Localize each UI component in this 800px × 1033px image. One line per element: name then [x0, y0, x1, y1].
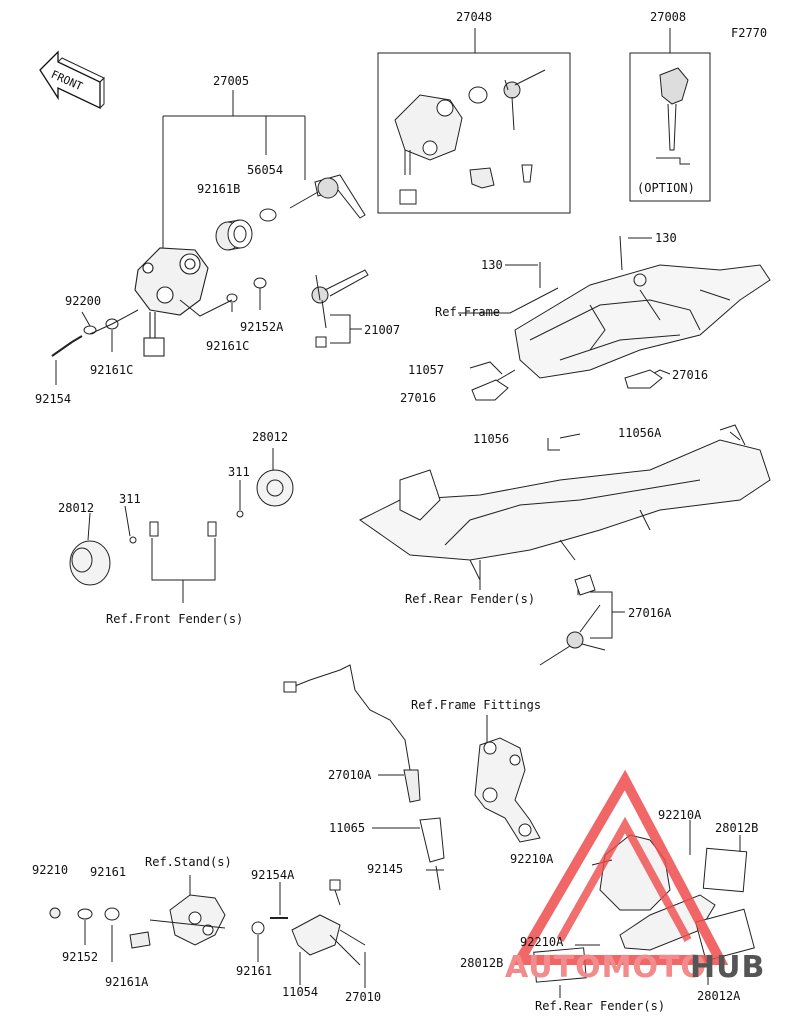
callout-27016A: 27016A — [628, 606, 672, 620]
figure-code: F2770 — [731, 26, 768, 40]
cap-part-28012-b — [256, 469, 294, 507]
stand-switch-part — [49, 879, 366, 966]
key-part-21007 — [311, 269, 369, 348]
frame-fitting-part — [474, 737, 541, 843]
callout-311-a: 311 — [228, 465, 250, 479]
key-blank-part-27008 — [656, 67, 690, 165]
callout-11054: 11054 — [282, 985, 319, 999]
callout-27008: 27008 — [650, 10, 687, 24]
callout-27048: 27048 — [456, 10, 493, 24]
sensor-part-27010A — [283, 664, 445, 891]
ref-rear-fender-label-a: Ref.Rear Fender(s) — [405, 592, 536, 606]
seat-frame-upper — [514, 264, 771, 379]
callout-92161-a: 92161 — [90, 865, 127, 879]
washer-56054 — [259, 208, 277, 222]
callout-28012A: 28012A — [697, 989, 741, 1003]
kit-box-27048 — [377, 52, 571, 214]
callout-27016-b: 27016 — [400, 391, 437, 405]
callout-92200: 92200 — [65, 294, 102, 308]
callout-92210A-b: 92210A — [510, 852, 554, 866]
ref-stand-label: Ref.Stand(s) — [145, 855, 232, 869]
callout-92152A: 92152A — [240, 320, 284, 334]
callout-130-b: 130 — [481, 258, 503, 272]
callout-27010A: 27010A — [328, 768, 372, 782]
watermark-text-b: HUB — [690, 950, 766, 985]
key-part-27005 — [289, 174, 366, 219]
callout-11057: 11057 — [408, 363, 445, 377]
callout-11056: 11056 — [473, 432, 510, 446]
ref-frame-label: Ref.Frame — [435, 305, 501, 319]
callout-28012B-a: 28012B — [715, 821, 759, 835]
cap-part-28012 — [69, 540, 111, 586]
watermark-logo — [511, 769, 729, 965]
callout-28012B-b: 28012B — [460, 956, 504, 970]
watermark-text-a: AUTOMOTO — [505, 950, 707, 985]
callout-92210A-a: 92210A — [658, 808, 702, 822]
callout-28012-b: 28012 — [58, 501, 95, 515]
key-part-27016A — [539, 604, 606, 666]
callout-27016-a: 27016 — [672, 368, 709, 382]
callout-92210A-c: 92210A — [520, 935, 564, 949]
ref-front-fender-label: Ref.Front Fender(s) — [106, 612, 244, 626]
callout-56054: 56054 — [247, 163, 284, 177]
front-arrow-icon — [39, 50, 105, 110]
callout-27005: 27005 — [213, 74, 250, 88]
collar-part-92161B — [215, 219, 253, 251]
callout-92152: 92152 — [62, 950, 99, 964]
callout-28012-a: 28012 — [252, 430, 289, 444]
callout-130-a: 130 — [655, 231, 677, 245]
ref-rear-fender-label-b: Ref.Rear Fender(s) — [535, 999, 666, 1013]
callout-21007: 21007 — [364, 323, 401, 337]
lock-set-part-27048 — [394, 69, 546, 205]
callout-92210: 92210 — [32, 863, 69, 877]
callout-11065: 11065 — [329, 821, 366, 835]
callout-27010: 27010 — [345, 990, 382, 1004]
callout-92161-b: 92161 — [236, 964, 273, 978]
ref-frame-fittings-label: Ref.Frame Fittings — [411, 698, 542, 712]
callout-11056A: 11056A — [618, 426, 662, 440]
callout-311-b: 311 — [119, 492, 141, 506]
option-label: (OPTION) — [637, 181, 695, 195]
callout-92161C-b: 92161C — [90, 363, 134, 377]
callout-92154A: 92154A — [251, 868, 295, 882]
ignition-switch-part — [134, 247, 209, 357]
callout-92145: 92145 — [367, 862, 404, 876]
callout-92161B: 92161B — [197, 182, 241, 196]
callout-92154: 92154 — [35, 392, 72, 406]
callout-92161A: 92161A — [105, 975, 149, 989]
rear-fender-part — [359, 424, 771, 581]
callout-92161C-a: 92161C — [206, 339, 250, 353]
